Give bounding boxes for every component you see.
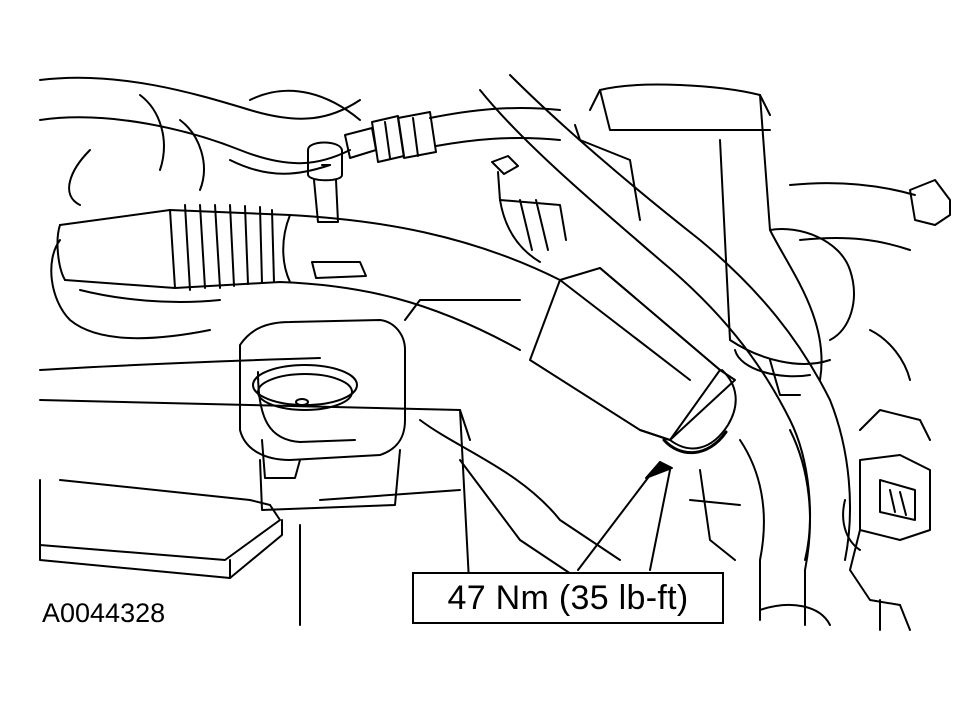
electrical-connector [842,409,931,631]
hose-coupling [529,267,737,454]
bracket-bolt [491,124,641,263]
cap-post [307,141,343,223]
main-hose [56,204,561,351]
upper-hoses [39,76,361,340]
right-bent-hose [479,74,851,626]
top-right-clip [789,179,951,381]
engine-block-lines [319,299,741,581]
lower-block [39,357,471,626]
upright-cylinder [589,83,855,396]
reservoir-cap-housing [239,319,406,511]
figure-id: A0044328 [40,598,168,628]
brake-line-fitting [344,107,561,163]
torque-label: 47 Nm (35 lb-ft) [447,578,689,617]
torque-callout: 47 Nm (35 lb-ft) [412,572,724,624]
callout-leader [577,461,673,571]
